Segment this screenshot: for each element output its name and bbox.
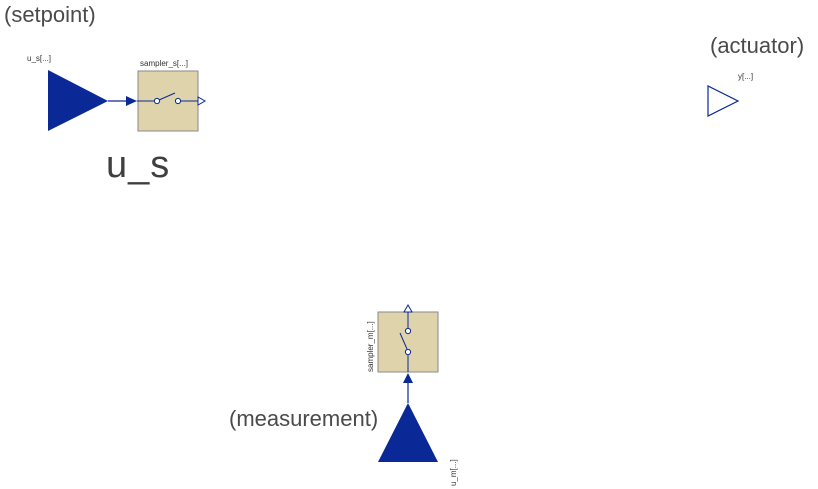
u-s-caption: u_s — [106, 144, 171, 186]
sampler-s-name: sampler_s[...] — [140, 59, 189, 68]
u-m-input-connector[interactable] — [378, 403, 438, 462]
y-output-connector[interactable] — [707, 85, 740, 117]
sampler-s-input-port — [126, 96, 137, 106]
sampler-s-output-port — [197, 96, 207, 106]
sampler-m-block[interactable] — [377, 311, 439, 373]
actuator-label: (actuator) — [710, 33, 805, 58]
y-output-name: y[...] — [738, 72, 754, 81]
setpoint-label: (setpoint) — [4, 2, 96, 27]
measurement-label: (measurement) — [229, 406, 379, 431]
u-s-input-name: u_s[...] — [27, 54, 52, 63]
sampler-m-output-port — [403, 303, 413, 313]
sampler-m-input-port — [403, 373, 413, 383]
u-s-input-connector[interactable] — [48, 70, 108, 131]
sampler-s-block[interactable] — [137, 70, 199, 132]
